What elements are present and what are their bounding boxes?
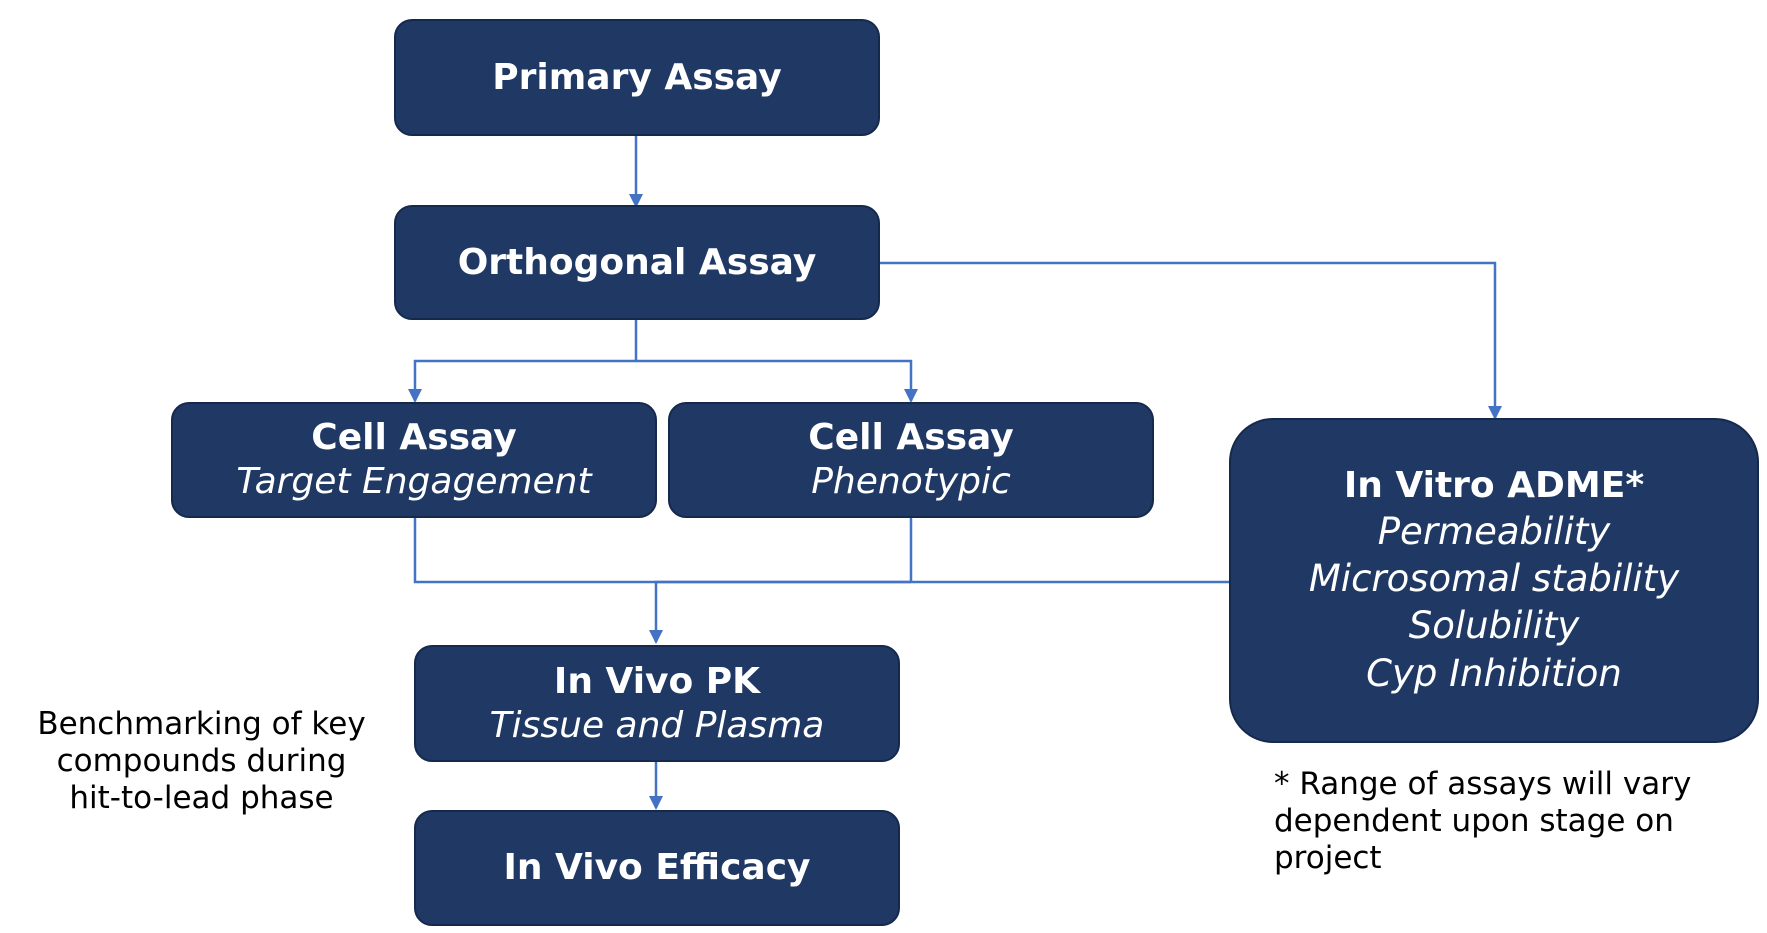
- in-vitro-adme-title: In Vitro ADME*: [1343, 464, 1645, 506]
- adme-item: Solubility: [1408, 604, 1580, 648]
- cell-assay-phenotypic-node: Cell Assay Phenotypic: [668, 402, 1154, 518]
- in-vivo-efficacy-title: In Vivo Efficacy: [503, 847, 811, 889]
- connector-cell-target-to-merge: [413, 518, 911, 584]
- orthogonal-assay-title: Orthogonal Assay: [457, 241, 817, 283]
- orthogonal-assay-node: Orthogonal Assay: [394, 205, 880, 320]
- cell-assay-target-subtitle: Target Engagement: [236, 461, 592, 502]
- adme-item: Microsomal stability: [1308, 557, 1680, 601]
- cell-assay-target-title: Cell Assay: [311, 417, 517, 459]
- assay-range-footnote-line: dependent upon stage on: [1274, 803, 1674, 840]
- benchmarking-note-line: compounds during: [56, 743, 347, 780]
- primary-assay-title: Primary Assay: [492, 56, 782, 98]
- cell-assay-phenotypic-title: Cell Assay: [808, 417, 1014, 459]
- cell-assay-phenotypic-subtitle: Phenotypic: [811, 461, 1011, 502]
- primary-assay-node: Primary Assay: [394, 19, 880, 136]
- in-vivo-pk-title: In Vivo PK: [553, 660, 761, 702]
- adme-item: Permeability: [1377, 509, 1611, 553]
- assay-range-footnote: * Range of assays will vary dependent up…: [1274, 766, 1744, 878]
- in-vivo-pk-node: In Vivo PK Tissue and Plasma: [414, 645, 900, 762]
- in-vitro-adme-node: In Vitro ADME* Permeability Microsomal s…: [1229, 418, 1759, 743]
- benchmarking-note-line: hit-to-lead phase: [69, 780, 334, 817]
- benchmarking-note: Benchmarking of key compounds during hit…: [14, 706, 389, 818]
- assay-range-footnote-line: * Range of assays will vary: [1274, 766, 1692, 802]
- assay-range-footnote-line: project: [1274, 840, 1382, 877]
- in-vivo-pk-subtitle: Tissue and Plasma: [489, 704, 825, 746]
- benchmarking-note-line: Benchmarking of key: [37, 706, 366, 742]
- adme-item: Cyp Inhibition: [1366, 651, 1622, 695]
- cell-assay-target-engagement-node: Cell Assay Target Engagement: [171, 402, 657, 518]
- connector-split-to-cell-target: [408, 359, 636, 403]
- connector-split-to-cell-phenotypic: [636, 359, 918, 403]
- in-vivo-efficacy-node: In Vivo Efficacy: [414, 810, 900, 926]
- connector-adme-to-merge: [649, 580, 1229, 644]
- connector-orthogonal-to-adme: [880, 261, 1502, 420]
